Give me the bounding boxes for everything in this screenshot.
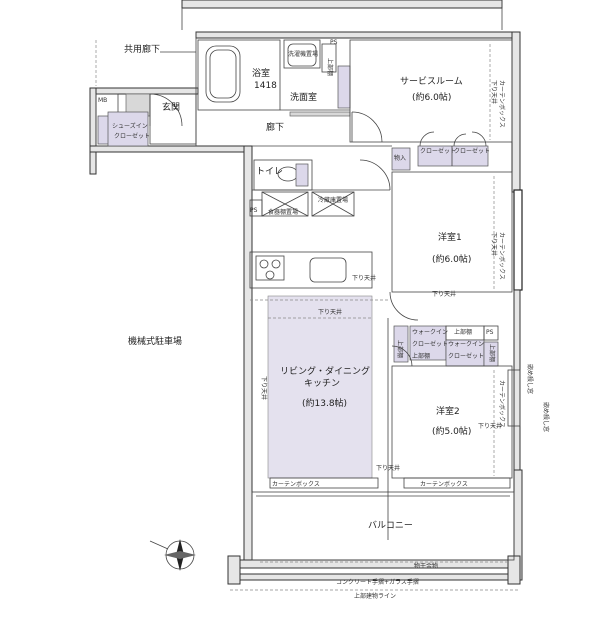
living-label: リビング・ダイニング <box>280 365 370 377</box>
upper-shelf-3-label: 上部棚 <box>454 328 472 336</box>
walkin-2-label: ウォークイン <box>448 340 484 348</box>
living-dining <box>250 295 511 489</box>
ps-kitchen-label: PS <box>250 207 258 214</box>
balcony-label: バルコニー <box>368 520 413 531</box>
storage-label: 物入 <box>394 154 406 162</box>
ps-top-label: PS <box>330 39 338 46</box>
hallway-toilet <box>252 145 392 191</box>
service-room-size-label: (約6.0帖) <box>412 91 451 103</box>
common-corridor-label: 共用廊下 <box>124 43 160 55</box>
western2-size-label: (約5.0帖) <box>432 425 471 437</box>
outer-walls <box>89 0 523 585</box>
ps-right-label: PS <box>486 329 494 336</box>
living-lower-ceiling-left-label: 下り天井 <box>260 376 268 400</box>
kitchen-lower-ceiling-label: 下り天井 <box>352 274 376 282</box>
fridge-label: 冷蔵庫置場 <box>318 196 348 204</box>
closet-a-label: クローゼット <box>420 147 456 155</box>
upper-shelf-2-label: 上部棚 <box>412 352 430 360</box>
curtain-box-w1-label: カーテンボックス <box>498 232 506 280</box>
western2-lower-ceiling-label: 下り天井 <box>478 422 502 430</box>
parking-label: 機械式駐車場 <box>128 335 182 347</box>
drying-hardware-label: 物干金物 <box>414 562 438 570</box>
upper-shelf-1-label: 上部棚 <box>396 340 404 358</box>
upper-shelf-4-label: 上部棚 <box>488 344 496 362</box>
living-lower-ceiling-top-label: 下り天井 <box>318 308 342 316</box>
curtain-box-living2-label: カーテンボックス <box>420 480 468 488</box>
western-room-2 <box>391 345 521 479</box>
laundry-pan-label: 洗濯機置場 <box>288 50 318 58</box>
room-labels: 共用廊下 MB 玄関 シューズイン クローゼット 浴室 1418 洗面室 洗濯機… <box>98 39 502 600</box>
bath-zone <box>197 39 351 117</box>
washroom-label: 洗面室 <box>290 91 317 103</box>
western1-size-label: (約6.0帖) <box>432 253 471 265</box>
curtain-box-w2-label: カーテンボックス <box>498 380 506 428</box>
fixed-glass-2-label: 嵌め殺し窓 <box>542 402 550 432</box>
upper-building-line-label: 上部建物ライン <box>354 592 396 600</box>
service-lower-ceiling-label: 下り天井 <box>490 80 498 104</box>
walkin-closets <box>393 325 499 367</box>
western2-label: 洋室2 <box>436 405 460 417</box>
living-lower-ceiling-right-label: 下り天井 <box>376 464 400 472</box>
dishwasher-label: 食器棚置場 <box>268 208 298 216</box>
vertical-labels: カーテンボックス 下り天井 カーテンボックス 下り天井 カーテンボックス 嵌め殺… <box>260 58 550 432</box>
mb-label: MB <box>98 97 107 104</box>
upper-shelf-wash-label: 上部棚 <box>326 58 334 76</box>
entrance-label: 玄関 <box>162 101 180 113</box>
compass-icon <box>149 539 196 571</box>
kitchen <box>249 191 373 289</box>
western1-label: 洋室1 <box>438 231 462 243</box>
curtain-box-service-label: カーテンボックス <box>498 80 506 128</box>
toilet-label: トイレ <box>256 167 283 177</box>
western1-lower-ceiling-side-label: 下り天井 <box>490 232 498 256</box>
balcony <box>230 491 520 591</box>
bath-label: 浴室 <box>252 67 270 79</box>
entrance-zone <box>95 40 197 147</box>
walkin-1b-label: クローゼット <box>412 340 448 348</box>
bath-size-label: 1418 <box>254 81 277 91</box>
railing-label: コンクリート手摺+ガラス手摺 <box>336 578 419 586</box>
living-size-label: (約13.8帖) <box>302 397 347 409</box>
shoes-closet-label-2: クローゼット <box>114 132 150 140</box>
curtain-box-living-label: カーテンボックス <box>272 480 320 488</box>
service-room <box>349 39 513 171</box>
western-room-1 <box>387 171 513 540</box>
western1-lower-ceiling-label: 下り天井 <box>432 290 456 298</box>
service-room-label: サービスルーム <box>400 76 463 87</box>
kitchen-label: キッチン <box>304 378 340 389</box>
hallway-label: 廊下 <box>266 121 284 133</box>
walkin-1-label: ウォークイン <box>412 328 448 336</box>
shoes-closet-label: シューズイン <box>112 122 148 130</box>
walkin-2b-label: クローゼット <box>448 352 484 360</box>
fixed-glass-1-label: 嵌め殺し窓 <box>526 364 534 394</box>
closet-b-label: クローゼット <box>454 147 490 155</box>
